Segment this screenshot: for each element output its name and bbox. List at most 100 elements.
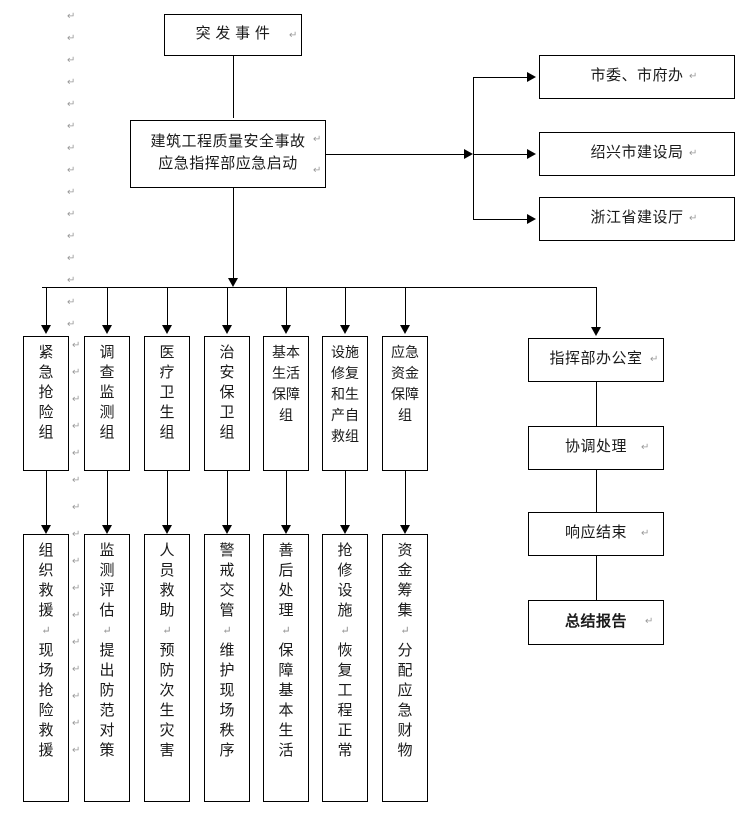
margin-paragraph-mark: ↵ (72, 556, 81, 567)
label-char: 提 (99, 643, 115, 659)
task-box-5-label: 善后处理↵保障基本生活 (264, 541, 308, 761)
label-char: 产自 (331, 409, 359, 424)
node-office-headquarters[interactable]: 指挥部办公室 (528, 338, 664, 382)
margin-paragraph-mark: ↵ (72, 475, 81, 486)
task-box-1-label: 组织救援↵现场抢险救援 (24, 541, 68, 761)
label-char: 害 (159, 743, 175, 759)
node-incident-label: 突 发 事 件 (195, 26, 271, 43)
connector-incident-to-command (233, 56, 234, 118)
margin-paragraph-mark: ↵ (67, 275, 76, 286)
node-notify-zhejiang-department[interactable]: 浙江省建设厅 (539, 197, 735, 241)
arrow-bus-to-office (591, 327, 601, 336)
label-char: 对 (99, 723, 115, 739)
task-box-3[interactable]: 人员救助↵预防次生灾害 (144, 534, 190, 802)
task-box-2[interactable]: 监测评估↵提出防范对策 (84, 534, 130, 802)
label-char: 施 (337, 603, 353, 619)
paragraph-mark: ↵ (281, 625, 291, 637)
label-char: 次 (159, 683, 175, 699)
margin-paragraph-mark: ↵ (67, 231, 76, 242)
arrow-bus-to-group-6 (340, 325, 350, 334)
label-char: 组 (159, 425, 175, 441)
label-char: 监 (99, 543, 115, 559)
margin-paragraph-mark: ↵ (72, 394, 81, 405)
arrow-group-7-to-task-7 (400, 525, 410, 534)
label-char: 护 (219, 663, 235, 679)
connector-group-5-to-task-5 (286, 471, 287, 526)
group-box-6[interactable]: 设施修复和生产自救组 (322, 336, 368, 471)
connector-notify-3 (473, 219, 530, 220)
margin-paragraph-mark: ↵ (72, 421, 81, 432)
label-char: 资金 (391, 367, 419, 382)
node-office-response-end[interactable]: 响应结束 (528, 512, 664, 556)
node-office-summary-report[interactable]: 总结报告 (528, 600, 664, 645)
task-box-7[interactable]: 资金筹集↵分配应急财物 (382, 534, 428, 802)
margin-paragraph-mark: ↵ (72, 691, 81, 702)
label-char: 救 (38, 583, 54, 599)
task-box-6[interactable]: 抢修设施↵恢复工程正常 (322, 534, 368, 802)
label-char: 卫 (159, 385, 175, 401)
task-box-3-label: 人员救助↵预防次生灾害 (145, 541, 189, 761)
label-char: 急 (397, 703, 413, 719)
label-char: 员 (159, 563, 175, 579)
connector-bus-to-group-6 (345, 287, 346, 327)
label-char: 防 (159, 663, 175, 679)
node-notify-shaoxing-bureau[interactable]: 绍兴市建设局 (539, 132, 735, 176)
label-char: 救 (159, 583, 175, 599)
node-command-center[interactable]: 建筑工程质量安全事故 应急指挥部应急启动 (130, 120, 326, 188)
node-command-line2: 应急指挥部应急启动 (158, 156, 298, 172)
group-box-3[interactable]: 医疗卫生组 (144, 336, 190, 471)
connector-bus-to-group-2 (107, 287, 108, 327)
label-char: 织 (38, 563, 54, 579)
label-char: 疗 (159, 365, 175, 381)
node-office-coordination[interactable]: 协调处理 (528, 426, 664, 470)
label-char: 复 (337, 663, 353, 679)
arrow-group-1-to-task-1 (41, 525, 51, 534)
node-office-3-mark: ↵ (641, 528, 650, 539)
label-char: 防 (99, 683, 115, 699)
node-incident[interactable]: 突 发 事 件 (164, 14, 302, 56)
label-char: 查 (99, 365, 115, 381)
label-char: 现 (38, 643, 54, 659)
label-char: 设 (337, 583, 353, 599)
node-notify-municipal-party[interactable]: 市委、市府办 (539, 55, 735, 99)
group-box-2[interactable]: 调查监测组 (84, 336, 130, 471)
node-office-4-mark: ↵ (645, 616, 654, 627)
label-char: 理 (278, 603, 294, 619)
label-char: 生 (278, 723, 294, 739)
label-char: 预 (159, 643, 175, 659)
group-box-4[interactable]: 治安保卫组 (204, 336, 250, 471)
node-notify-1-mark: ↵ (689, 71, 698, 82)
label-char: 助 (159, 603, 175, 619)
node-office-2-label: 协调处理 (564, 439, 627, 456)
arrow-notify-3 (527, 214, 536, 224)
label-char: 设施 (331, 346, 359, 361)
node-incident-mark: ↵ (289, 30, 298, 41)
connector-office-1-to-2 (596, 382, 597, 426)
connector-group-2-to-task-2 (107, 471, 108, 526)
node-notify-3-label: 浙江省建设厅 (590, 210, 684, 227)
task-box-4[interactable]: 警戒交管↵维护现场秩序 (204, 534, 250, 802)
margin-paragraph-mark: ↵ (72, 502, 81, 513)
group-box-1[interactable]: 紧急抢险组 (23, 336, 69, 471)
label-char: 安 (219, 365, 235, 381)
group-box-7[interactable]: 应急资金保障组 (382, 336, 428, 471)
group-box-5[interactable]: 基本生活保障组 (263, 336, 309, 471)
label-char: 正 (337, 723, 353, 739)
task-box-5[interactable]: 善后处理↵保障基本生活 (263, 534, 309, 802)
arrow-bus-to-group-5 (281, 325, 291, 334)
margin-paragraph-mark: ↵ (67, 143, 76, 154)
group-box-3-label: 医疗卫生组 (145, 343, 189, 443)
label-char: 工 (337, 683, 353, 699)
margin-paragraph-mark: ↵ (72, 745, 81, 756)
label-char: 程 (337, 703, 353, 719)
label-char: 援 (38, 743, 54, 759)
margin-paragraph-mark: ↵ (72, 583, 81, 594)
label-char: 善 (278, 543, 294, 559)
task-box-1[interactable]: 组织救援↵现场抢险救援 (23, 534, 69, 802)
label-char: 筹 (397, 583, 413, 599)
margin-paragraph-mark: ↵ (67, 319, 76, 330)
label-char: 生 (159, 405, 175, 421)
label-char: 卫 (219, 405, 235, 421)
label-char: 组 (38, 425, 54, 441)
